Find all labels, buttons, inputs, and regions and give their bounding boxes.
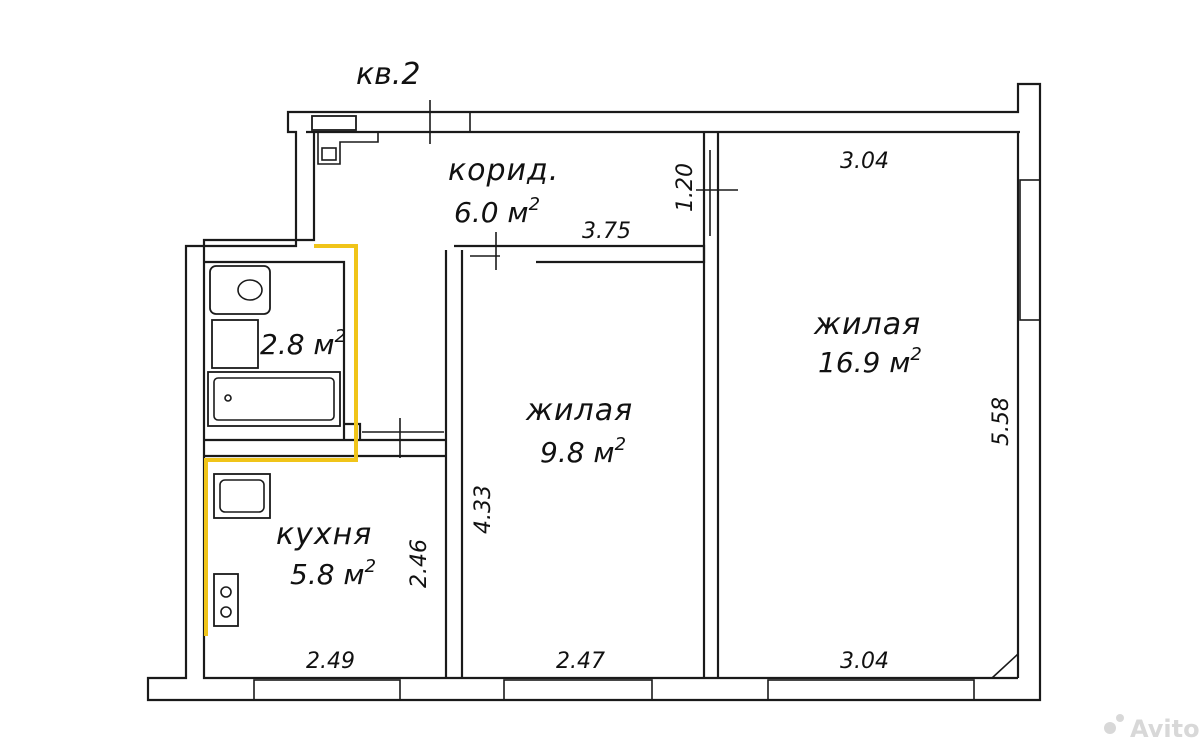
svg-text:Avito: Avito <box>1130 715 1200 743</box>
dim-large-bottom: 3.04 <box>840 649 889 674</box>
bottom-windows <box>253 679 975 701</box>
right-window <box>1019 179 1041 321</box>
dim-corridor-depth: 1.20 <box>673 163 698 212</box>
dim-corridor-width: 3.75 <box>582 219 631 244</box>
dim-kitchen-side: 2.46 <box>407 539 432 588</box>
kitchen-area: 5.8 м2 <box>290 556 376 591</box>
corridor-area: 6.0 м2 <box>454 194 540 229</box>
kitchen-fixtures <box>213 473 271 627</box>
dim-small-bottom: 2.47 <box>556 649 605 674</box>
dim-large-side: 5.58 <box>989 397 1014 446</box>
avito-watermark: Avito <box>1104 714 1200 743</box>
dim-kitchen-bottom: 2.49 <box>306 649 355 674</box>
bathroom-fixtures <box>207 265 341 427</box>
kitchen-name: кухня <box>276 517 372 552</box>
corner-mark <box>991 653 1019 679</box>
large-room-area: 16.9 м2 <box>818 344 922 379</box>
vent-block <box>311 115 379 165</box>
highlight-outline <box>204 244 358 636</box>
dim-large-top: 3.04 <box>840 149 889 174</box>
bathroom-area: 2.8 м2 <box>260 326 346 361</box>
corridor-name: корид. <box>448 153 559 188</box>
outer-walls <box>146 82 1042 702</box>
door-marks <box>362 100 738 458</box>
large-room-name: жилая <box>813 307 921 342</box>
dim-small-side: 4.33 <box>471 485 496 534</box>
partitions <box>204 132 720 678</box>
apartment-title: кв.2 <box>356 57 420 92</box>
small-room-name: жилая <box>525 393 633 428</box>
small-room-area: 9.8 м2 <box>540 434 626 469</box>
